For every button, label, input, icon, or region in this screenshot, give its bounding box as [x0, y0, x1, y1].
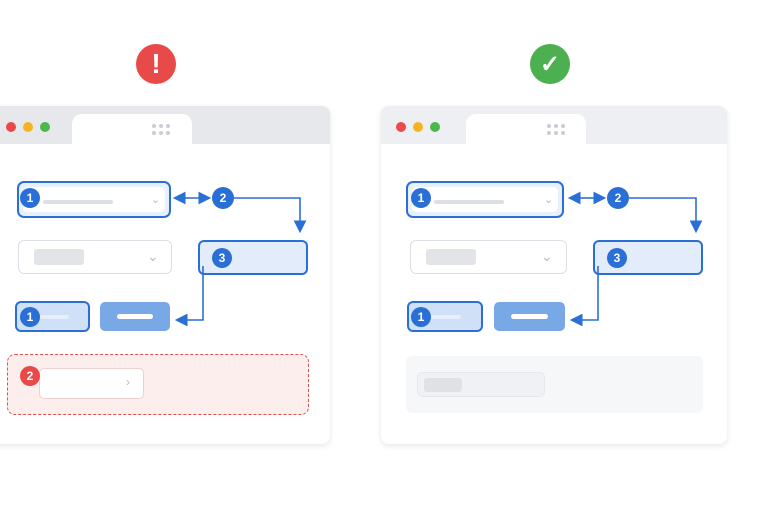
bad-example-window: ⌄ 1 2 ⌄ 3 1 › 2: [0, 106, 330, 444]
step-badge-2: 2: [607, 187, 629, 209]
maximize-dot-icon[interactable]: [430, 122, 440, 132]
close-dot-icon[interactable]: [396, 122, 406, 132]
error-status-icon: !: [136, 44, 176, 84]
primary-button[interactable]: [100, 302, 170, 331]
apps-grid-icon: [547, 124, 565, 135]
step-badge-1b: 1: [411, 307, 431, 327]
chevron-down-icon: ⌄: [151, 194, 161, 206]
step-badge-3: 3: [212, 248, 232, 268]
disabled-region: [406, 356, 703, 413]
step-badge-3: 3: [607, 248, 627, 268]
focused-dropdown[interactable]: ⌄: [17, 181, 171, 218]
chevron-down-icon: ⌄: [541, 248, 553, 264]
step-badge-2: 2: [212, 187, 234, 209]
browser-tab[interactable]: [72, 114, 192, 146]
success-status-icon: ✓: [530, 44, 570, 84]
chevron-down-icon: ⌄: [147, 248, 159, 264]
step-badge-1: 1: [20, 188, 40, 208]
disabled-field: [417, 372, 545, 397]
minimize-dot-icon[interactable]: [413, 122, 423, 132]
good-example-window: ⌄ 1 2 ⌄ 3 1: [381, 106, 727, 444]
chevron-down-icon: ⌄: [544, 194, 554, 206]
step-badge-1: 1: [411, 188, 431, 208]
focused-dropdown[interactable]: ⌄: [406, 181, 564, 218]
chevron-right-icon: ›: [126, 375, 130, 389]
browser-tab[interactable]: [466, 114, 586, 146]
maximize-dot-icon[interactable]: [40, 122, 50, 132]
orphan-dropdown[interactable]: ›: [39, 368, 144, 399]
error-badge-2: 2: [20, 366, 40, 386]
step-badge-1b: 1: [20, 307, 40, 327]
dropdown[interactable]: ⌄: [18, 240, 172, 274]
minimize-dot-icon[interactable]: [23, 122, 33, 132]
close-dot-icon[interactable]: [6, 122, 16, 132]
error-region: ›: [7, 354, 309, 415]
primary-button[interactable]: [494, 302, 565, 331]
dropdown[interactable]: ⌄: [410, 240, 567, 274]
apps-grid-icon: [152, 124, 170, 135]
